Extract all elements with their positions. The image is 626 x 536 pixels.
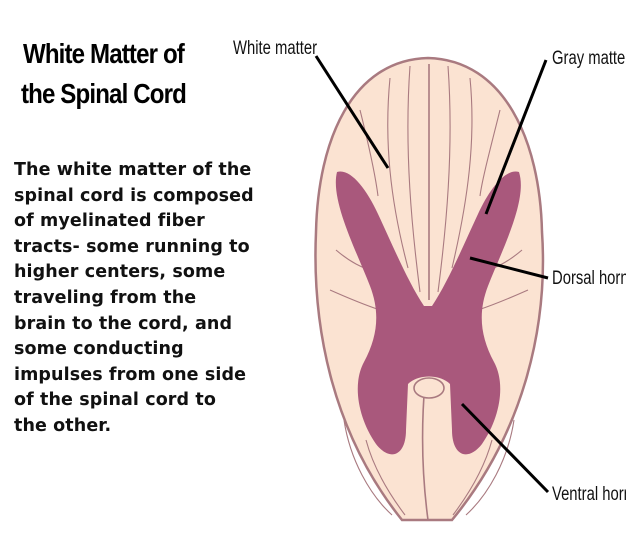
leader-line-gray-matter xyxy=(484,59,548,215)
label-white-matter: White matter xyxy=(233,38,318,59)
leader-line-dorsal-horn xyxy=(469,256,549,280)
title-line-1: White Matter of xyxy=(22,38,185,69)
central-canal xyxy=(413,377,445,399)
title-line-2: the Spinal Cord xyxy=(20,78,187,109)
leader-line-white-matter xyxy=(314,55,390,169)
gray-matter-region xyxy=(335,171,521,455)
label-gray-matter: Gray matter xyxy=(552,48,626,69)
description-text: The white matter of the spinal cord is c… xyxy=(14,160,254,436)
page-title: White Matter of the Spinal Cord xyxy=(8,34,199,114)
label-ventral-horn: Ventral horn xyxy=(552,484,626,505)
label-dorsal-horn: Dorsal horn xyxy=(552,268,626,289)
leader-line-ventral-horn xyxy=(460,402,550,494)
ventral-median-fissure xyxy=(421,381,429,521)
